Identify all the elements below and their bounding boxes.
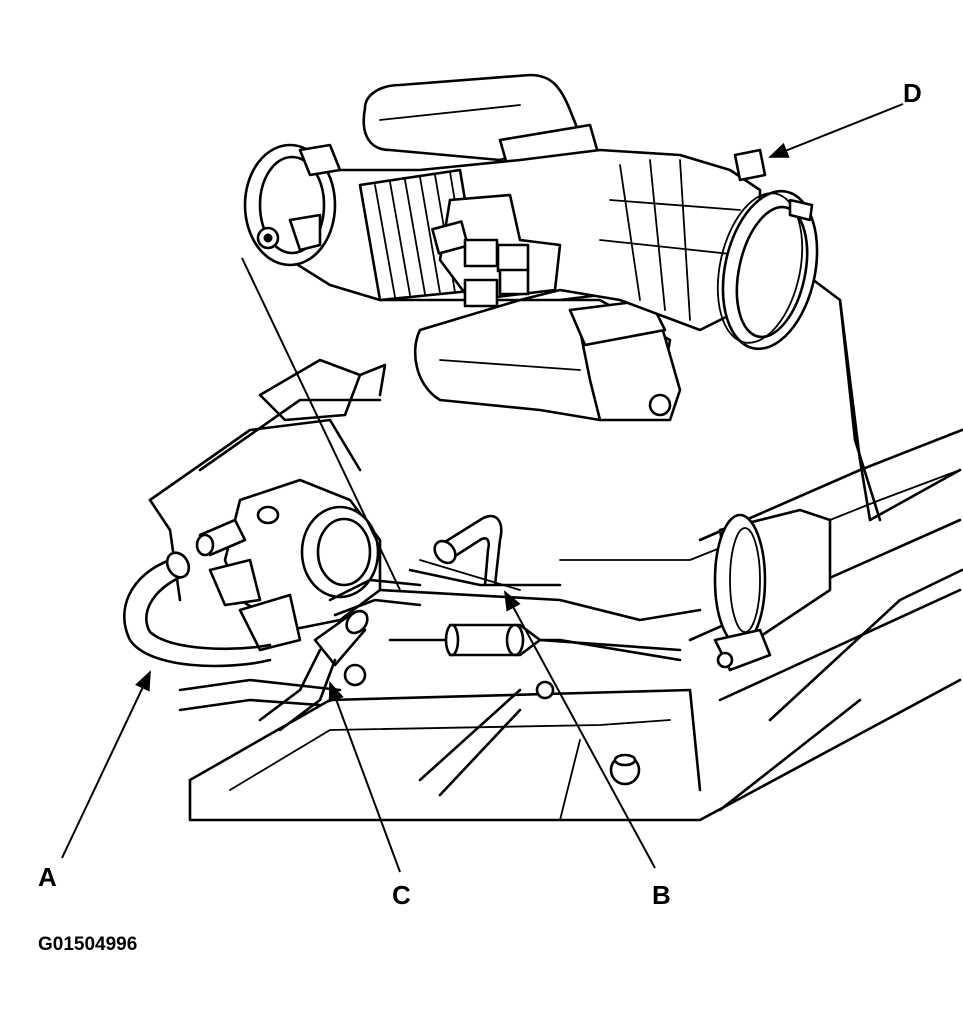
intake-duct-assembly — [243, 73, 819, 422]
hose-a — [123, 551, 342, 712]
callout-d: D — [903, 78, 922, 108]
leader-b — [504, 590, 656, 869]
callout-c: C — [392, 880, 411, 910]
callout-a: A — [38, 862, 57, 892]
leader-d — [768, 103, 904, 158]
callout-b: B — [652, 880, 671, 910]
leader-a — [61, 670, 151, 859]
hose-c — [258, 578, 422, 732]
leader-lines — [61, 103, 904, 873]
leader-c — [328, 681, 401, 873]
assembly-leader-line — [241, 257, 401, 591]
hose-b — [408, 514, 682, 657]
engine-bay-background — [148, 268, 963, 822]
figure-code: G01504996 — [38, 934, 137, 955]
